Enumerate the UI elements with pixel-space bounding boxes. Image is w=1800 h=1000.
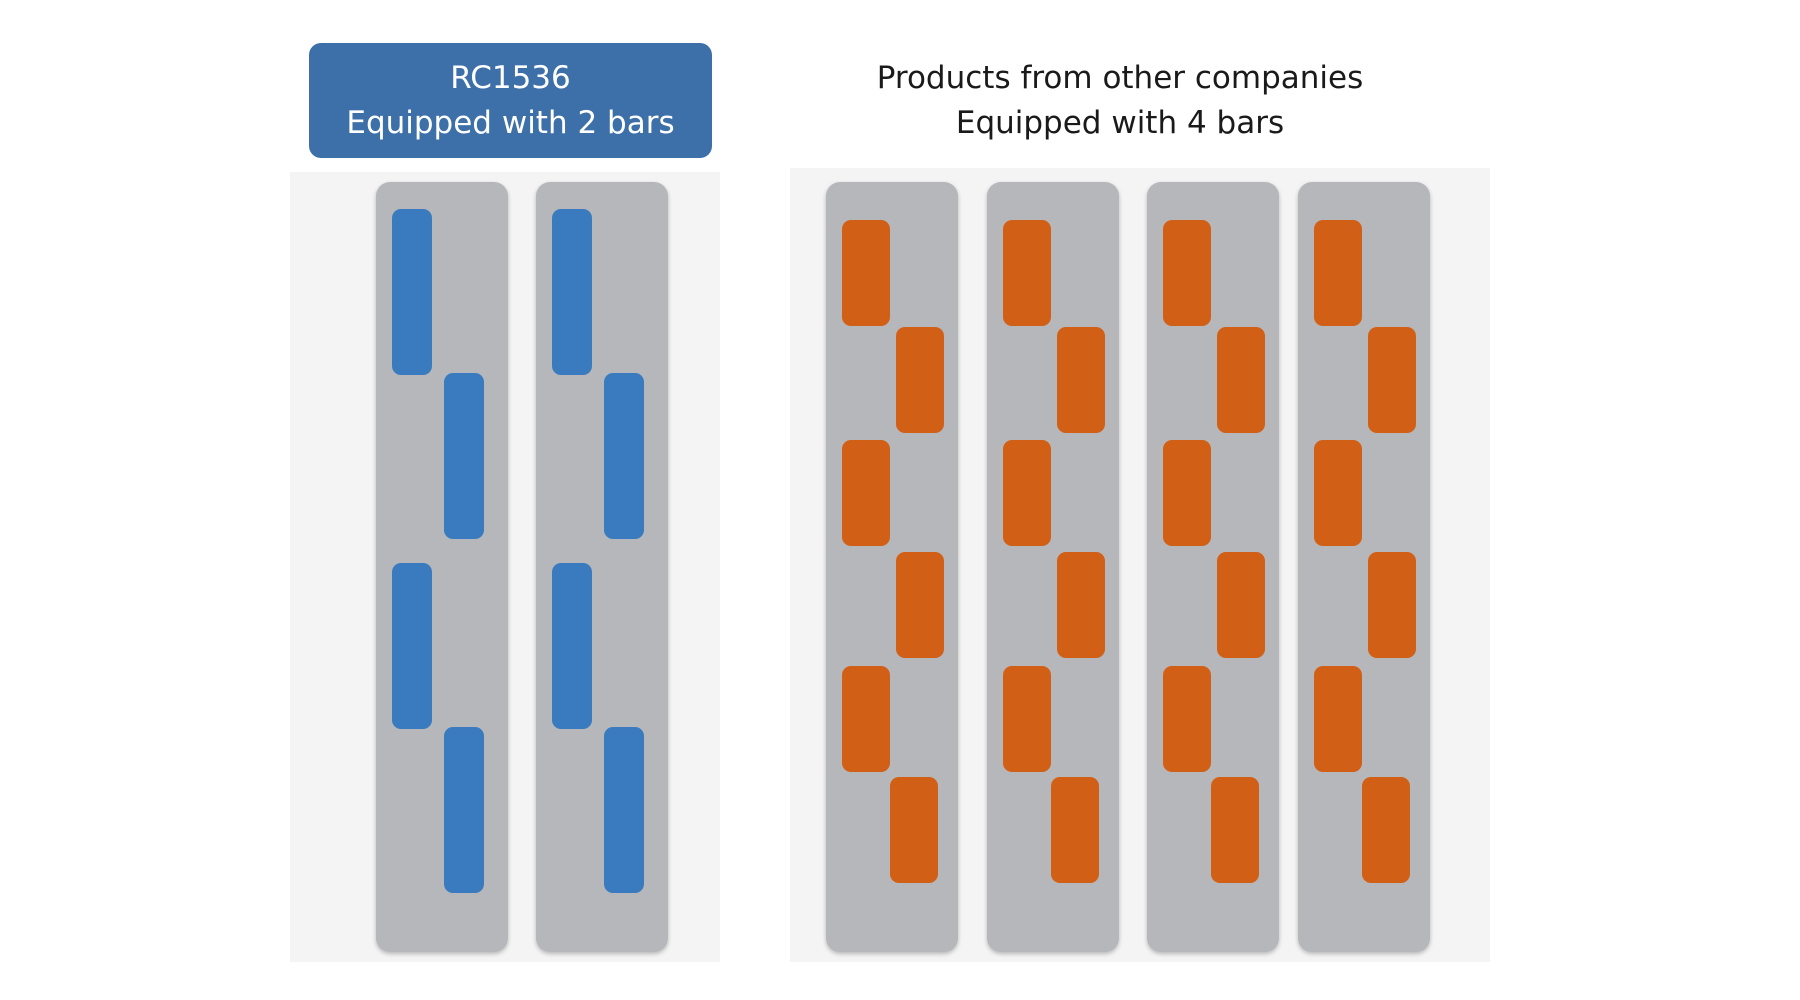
blue-slot — [552, 563, 592, 729]
orange-slot — [1057, 552, 1105, 658]
blue-slot — [552, 209, 592, 375]
other-company-bar — [1147, 182, 1279, 952]
orange-slot — [1314, 220, 1362, 326]
orange-slot — [1362, 777, 1410, 883]
rc1536-subtitle: Equipped with 2 bars — [346, 104, 675, 141]
orange-slot — [1314, 666, 1362, 772]
blue-slot — [392, 209, 432, 375]
orange-slot — [1051, 777, 1099, 883]
blue-slot — [444, 373, 484, 539]
orange-slot — [1163, 440, 1211, 546]
other-company-bar — [987, 182, 1119, 952]
orange-slot — [842, 666, 890, 772]
orange-slot — [1057, 327, 1105, 433]
other-companies-title: Products from other companies — [876, 59, 1364, 96]
orange-slot — [842, 220, 890, 326]
orange-slot — [1314, 440, 1362, 546]
blue-slot — [444, 727, 484, 893]
orange-slot — [896, 327, 944, 433]
orange-slot — [842, 440, 890, 546]
other-company-bar — [826, 182, 958, 952]
orange-slot — [1217, 327, 1265, 433]
orange-slot — [896, 552, 944, 658]
orange-slot — [1003, 440, 1051, 546]
orange-slot — [1368, 552, 1416, 658]
orange-slot — [1163, 666, 1211, 772]
blue-slot — [392, 563, 432, 729]
orange-slot — [1003, 666, 1051, 772]
other-company-bar — [1298, 182, 1430, 952]
other-companies-caption: Products from other companies Equipped w… — [800, 43, 1440, 158]
blue-slot — [604, 373, 644, 539]
other-companies-subtitle: Equipped with 4 bars — [955, 104, 1285, 141]
rc1536-title: RC1536 — [450, 59, 571, 96]
rc1536-caption: RC1536 Equipped with 2 bars — [309, 43, 712, 158]
blue-slot — [604, 727, 644, 893]
orange-slot — [890, 777, 938, 883]
rc1536-bar — [536, 182, 668, 952]
rc1536-bar — [376, 182, 508, 952]
orange-slot — [1211, 777, 1259, 883]
orange-slot — [1003, 220, 1051, 326]
orange-slot — [1217, 552, 1265, 658]
orange-slot — [1368, 327, 1416, 433]
orange-slot — [1163, 220, 1211, 326]
